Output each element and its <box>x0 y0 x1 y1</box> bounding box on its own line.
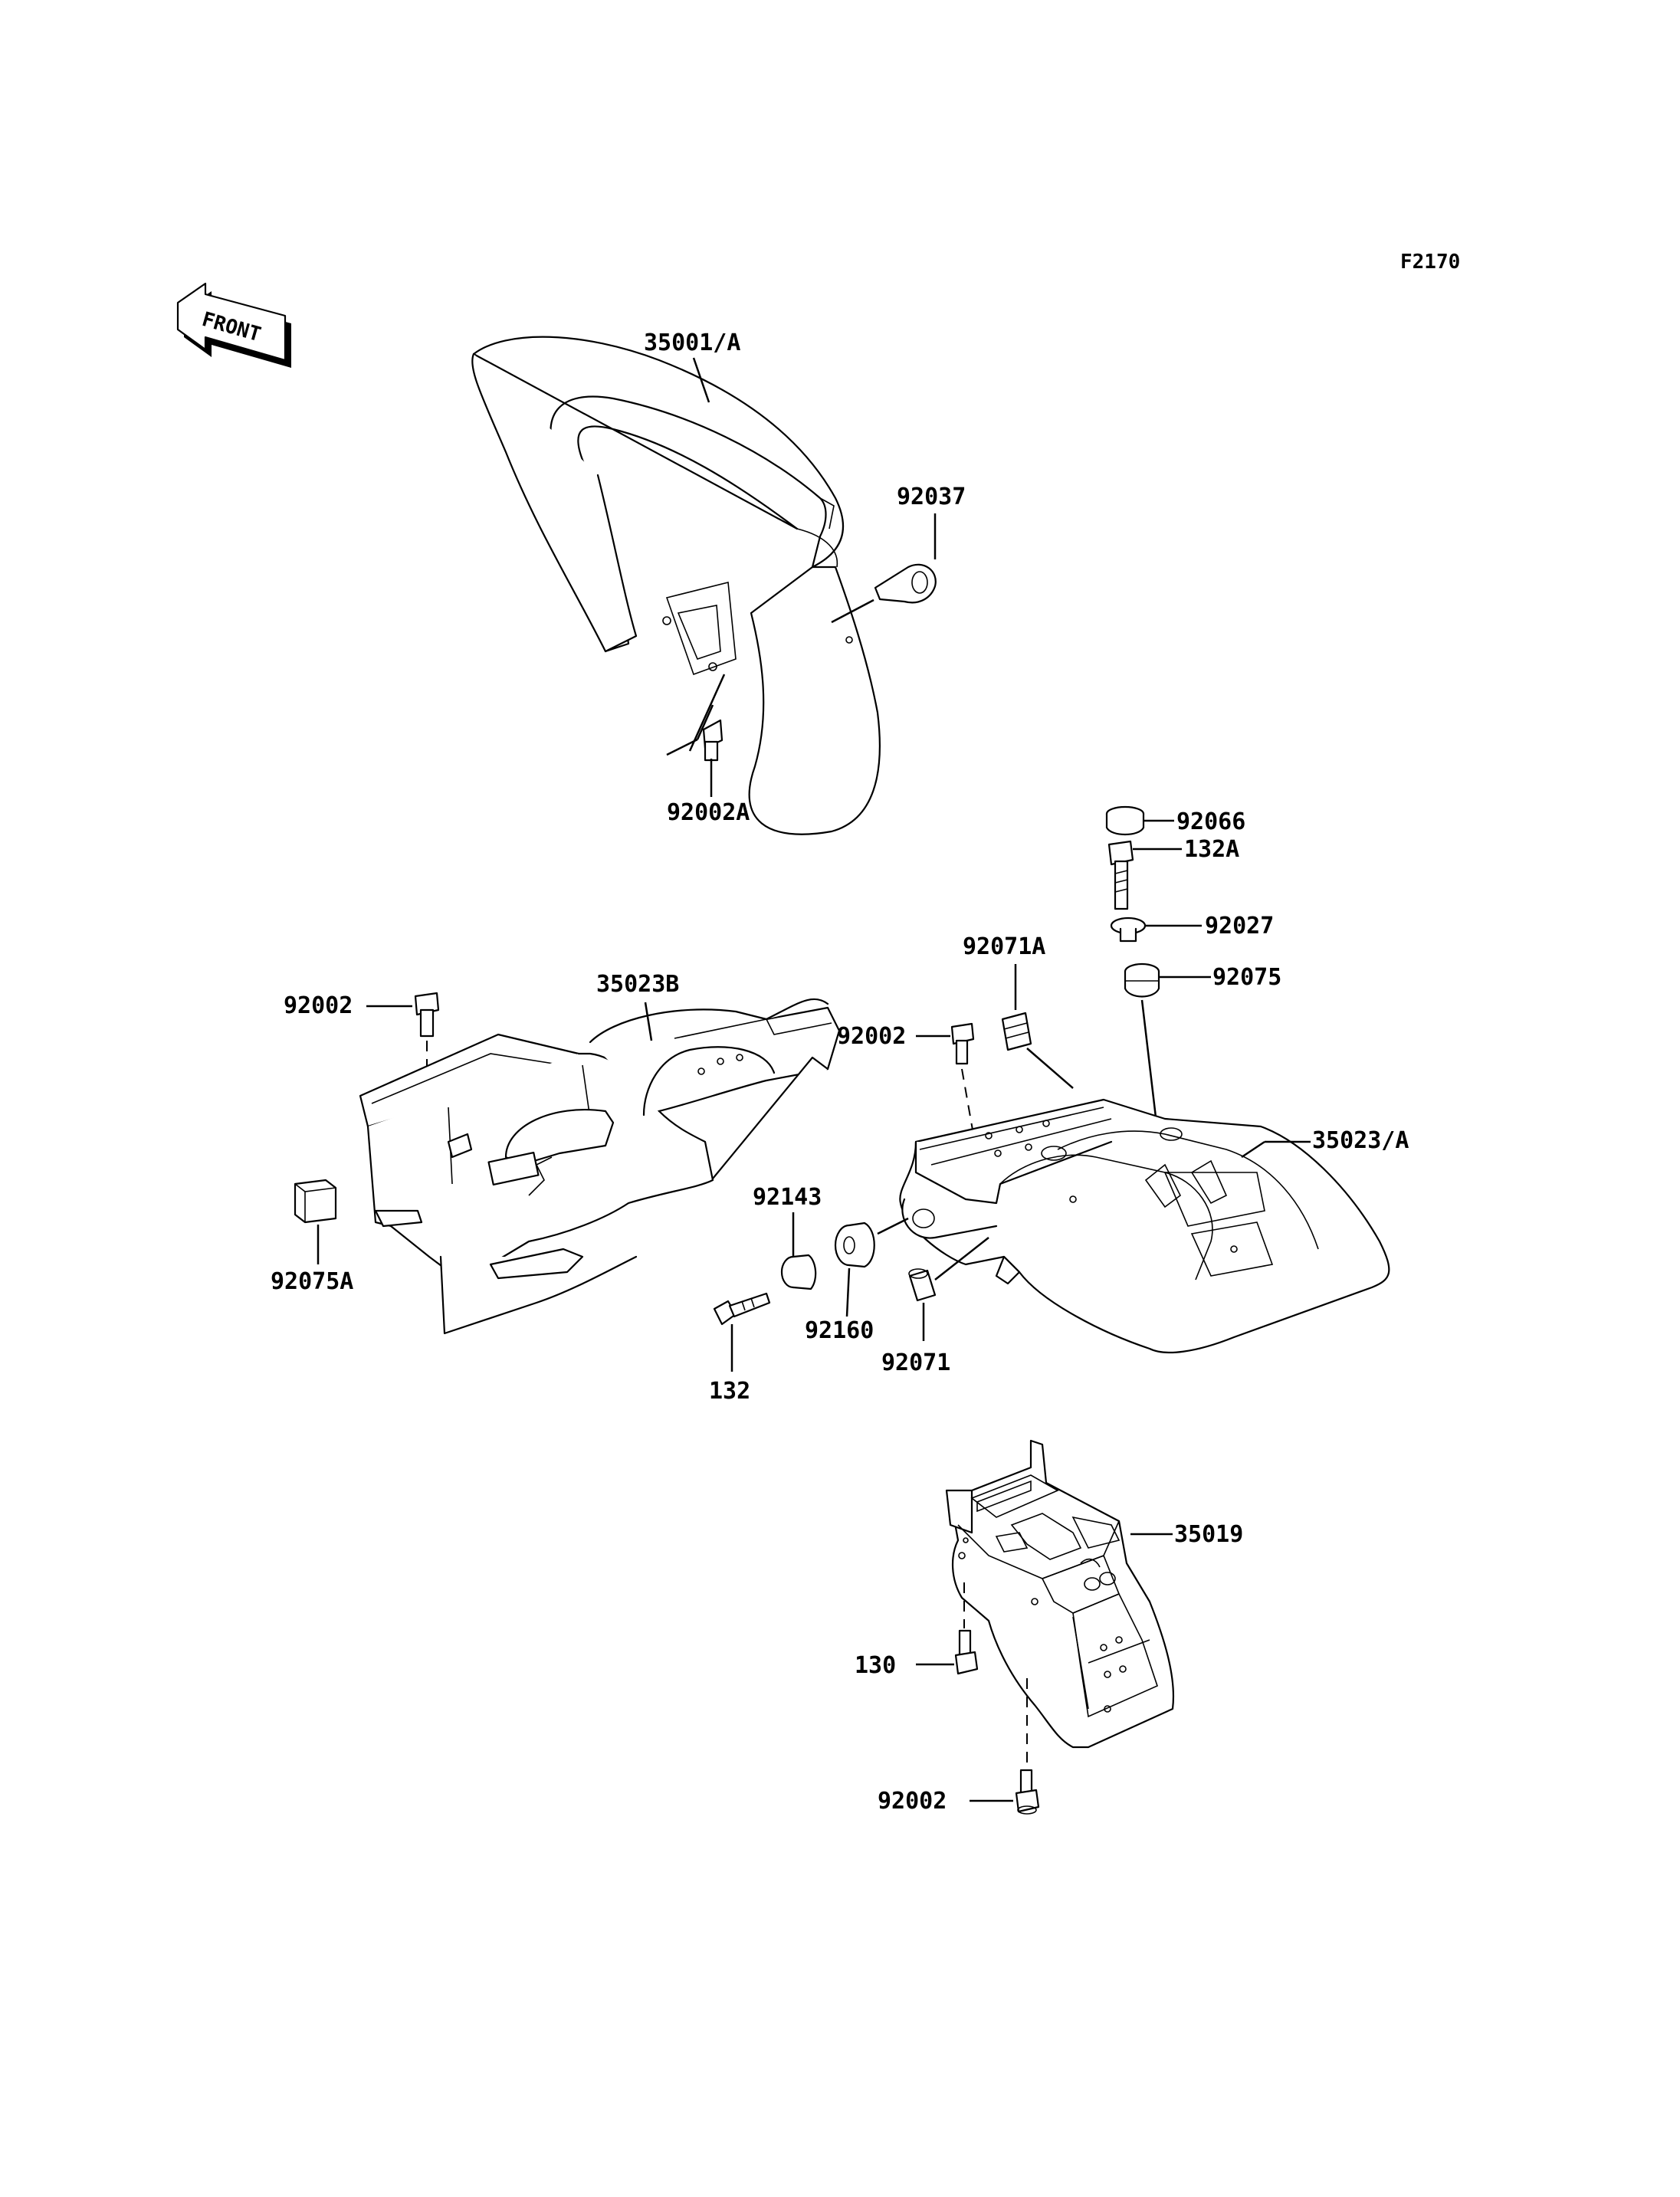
grommet-92071 <box>908 1268 937 1302</box>
label-35023B: 35023B <box>596 971 679 998</box>
grommet-92160 <box>834 1221 875 1268</box>
grommet-92071A <box>1001 1012 1032 1051</box>
bolt-132 <box>713 1292 771 1326</box>
label-92002-left: 92002 <box>284 992 353 1019</box>
front-arrow-icon: FRONT <box>176 282 291 368</box>
label-130: 130 <box>855 1652 896 1679</box>
label-92002A: 92002A <box>667 799 750 826</box>
label-92143: 92143 <box>753 1184 822 1211</box>
bolt-92002-mid <box>950 1022 975 1065</box>
grommet-92075 <box>1124 962 1160 998</box>
label-92002-bottom: 92002 <box>878 1788 947 1815</box>
rear-flap-35019 <box>945 1439 1175 1749</box>
label-132A: 132A <box>1184 836 1239 863</box>
collar-92143 <box>780 1254 817 1290</box>
collar-92027 <box>1110 917 1147 943</box>
label-132: 132 <box>709 1378 750 1405</box>
clip-92037 <box>874 563 937 604</box>
label-35019: 35019 <box>1174 1521 1243 1548</box>
label-92075: 92075 <box>1212 964 1281 991</box>
rear-fender-35023A <box>899 1098 1390 1354</box>
label-92075A: 92075A <box>271 1268 353 1295</box>
cap-92066 <box>1105 805 1145 836</box>
bolt-132A <box>1107 840 1134 910</box>
label-92066: 92066 <box>1176 808 1245 835</box>
bolt-92002A <box>702 719 724 762</box>
front-fender <box>471 336 881 835</box>
label-35023A: 35023/A <box>1312 1127 1409 1154</box>
bolt-130 <box>954 1629 979 1675</box>
label-92160: 92160 <box>805 1317 874 1344</box>
label-92037: 92037 <box>897 484 966 510</box>
bolt-92002-bottom <box>1015 1769 1040 1815</box>
label-92071A: 92071A <box>963 933 1045 960</box>
damper-92075A <box>294 1179 337 1224</box>
label-35001A: 35001/A <box>644 330 740 356</box>
label-92027: 92027 <box>1205 913 1274 939</box>
label-92002-mid: 92002 <box>837 1023 906 1050</box>
figure-code: F2170 <box>1400 251 1460 274</box>
inner-fender-35023B <box>359 998 841 1335</box>
bolt-92002-left <box>414 992 440 1038</box>
label-92071: 92071 <box>881 1349 950 1376</box>
